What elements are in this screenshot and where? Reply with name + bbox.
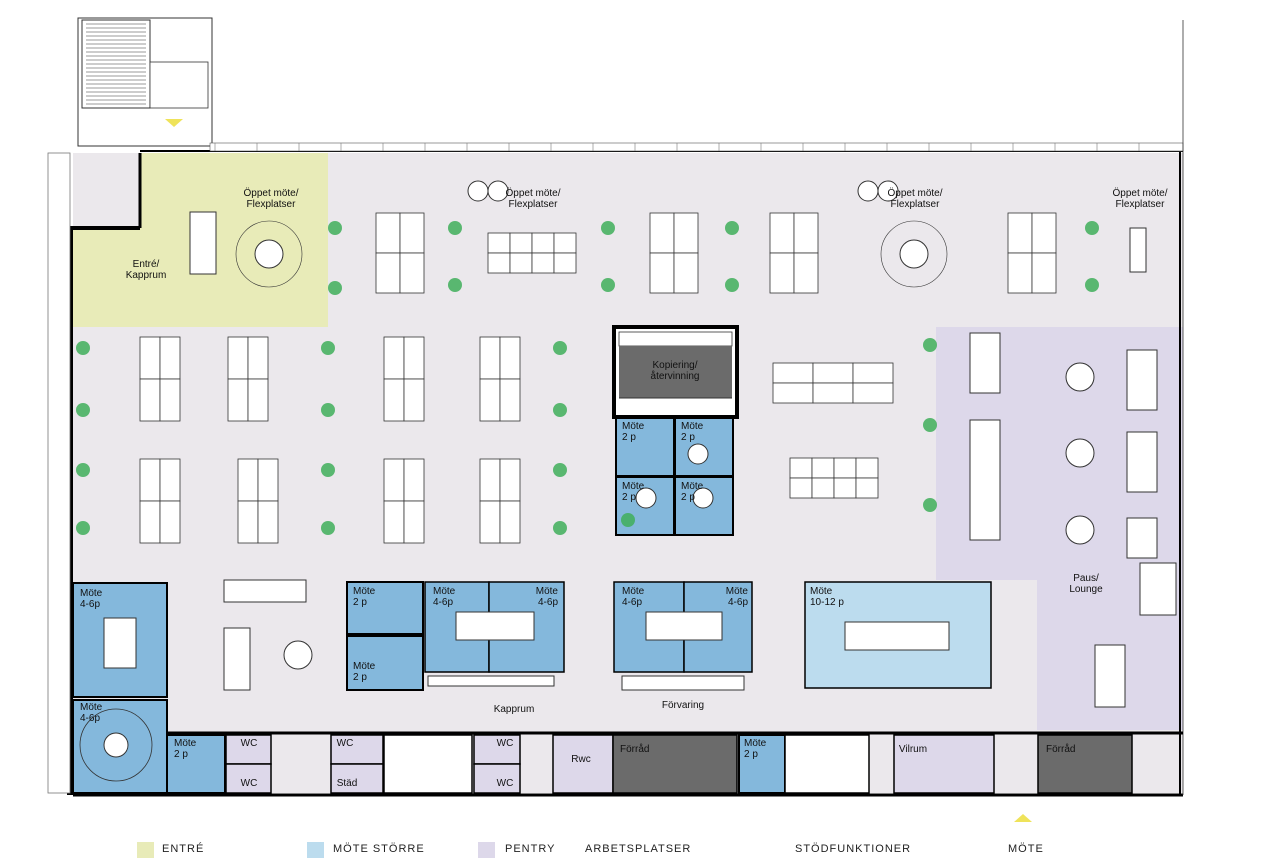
mote-2p-f-room [346,635,424,691]
room-label-kopiering: Kopiering/återvinning [651,360,700,382]
room-label-open4: Öppet möte/Flexplatser [1112,187,1167,210]
legend-arbetsplatser: ARBETSPLATSER [585,843,692,855]
room-label-open2: Öppet möte/Flexplatser [505,187,560,210]
legend-pentry: PENTRY [505,843,556,855]
plants [76,221,1099,667]
room-label-wc5: WC [497,778,514,789]
legend-entre: ENTRÉ [162,843,205,855]
room-label-rwc: Rwc [571,754,590,765]
room-label-wc2: WC [241,778,258,789]
legend-swatch-entre [137,842,154,858]
room-label-forrad1: Förråd [620,743,649,755]
desk-clusters [139,212,1057,544]
room-label-open3: Öppet möte/Flexplatser [887,187,942,210]
room-label-virum: Vilrum [899,744,927,755]
room-label-forvaring: Förvaring [662,700,704,711]
legend-mote-storre: MÖTE STÖRRE [333,843,425,855]
kopiering-room [612,325,739,419]
entrance-marker-bottom [1014,814,1032,822]
room-label-wc1: WC [241,738,258,749]
legend-mote: MÖTE [1008,843,1044,855]
round-tables [235,180,1095,670]
room-label-stad: Städ [337,778,358,789]
bottom-services [166,731,1183,794]
stairwell [77,17,213,147]
room-label-open1: Öppet möte/Flexplatser [243,187,298,210]
room-label-paus: Paus/Lounge [1069,573,1103,595]
legend-stodfunktioner: STÖDFUNKTIONER [795,843,912,855]
room-label-entre: Entré/Kapprum [126,259,167,281]
room-label-forrad2: Förråd [1046,743,1075,755]
room-label-wc3: WC [337,738,354,749]
legend-swatch-pentry [478,842,495,858]
window-strip [209,142,1184,152]
room-label-kapprum: Kapprum [494,704,535,715]
room-label-wc4: WC [497,738,514,749]
legend-swatch-mote-storre [307,842,324,858]
entrance-marker-top [165,119,183,127]
mote-2p-e-room [346,581,424,635]
